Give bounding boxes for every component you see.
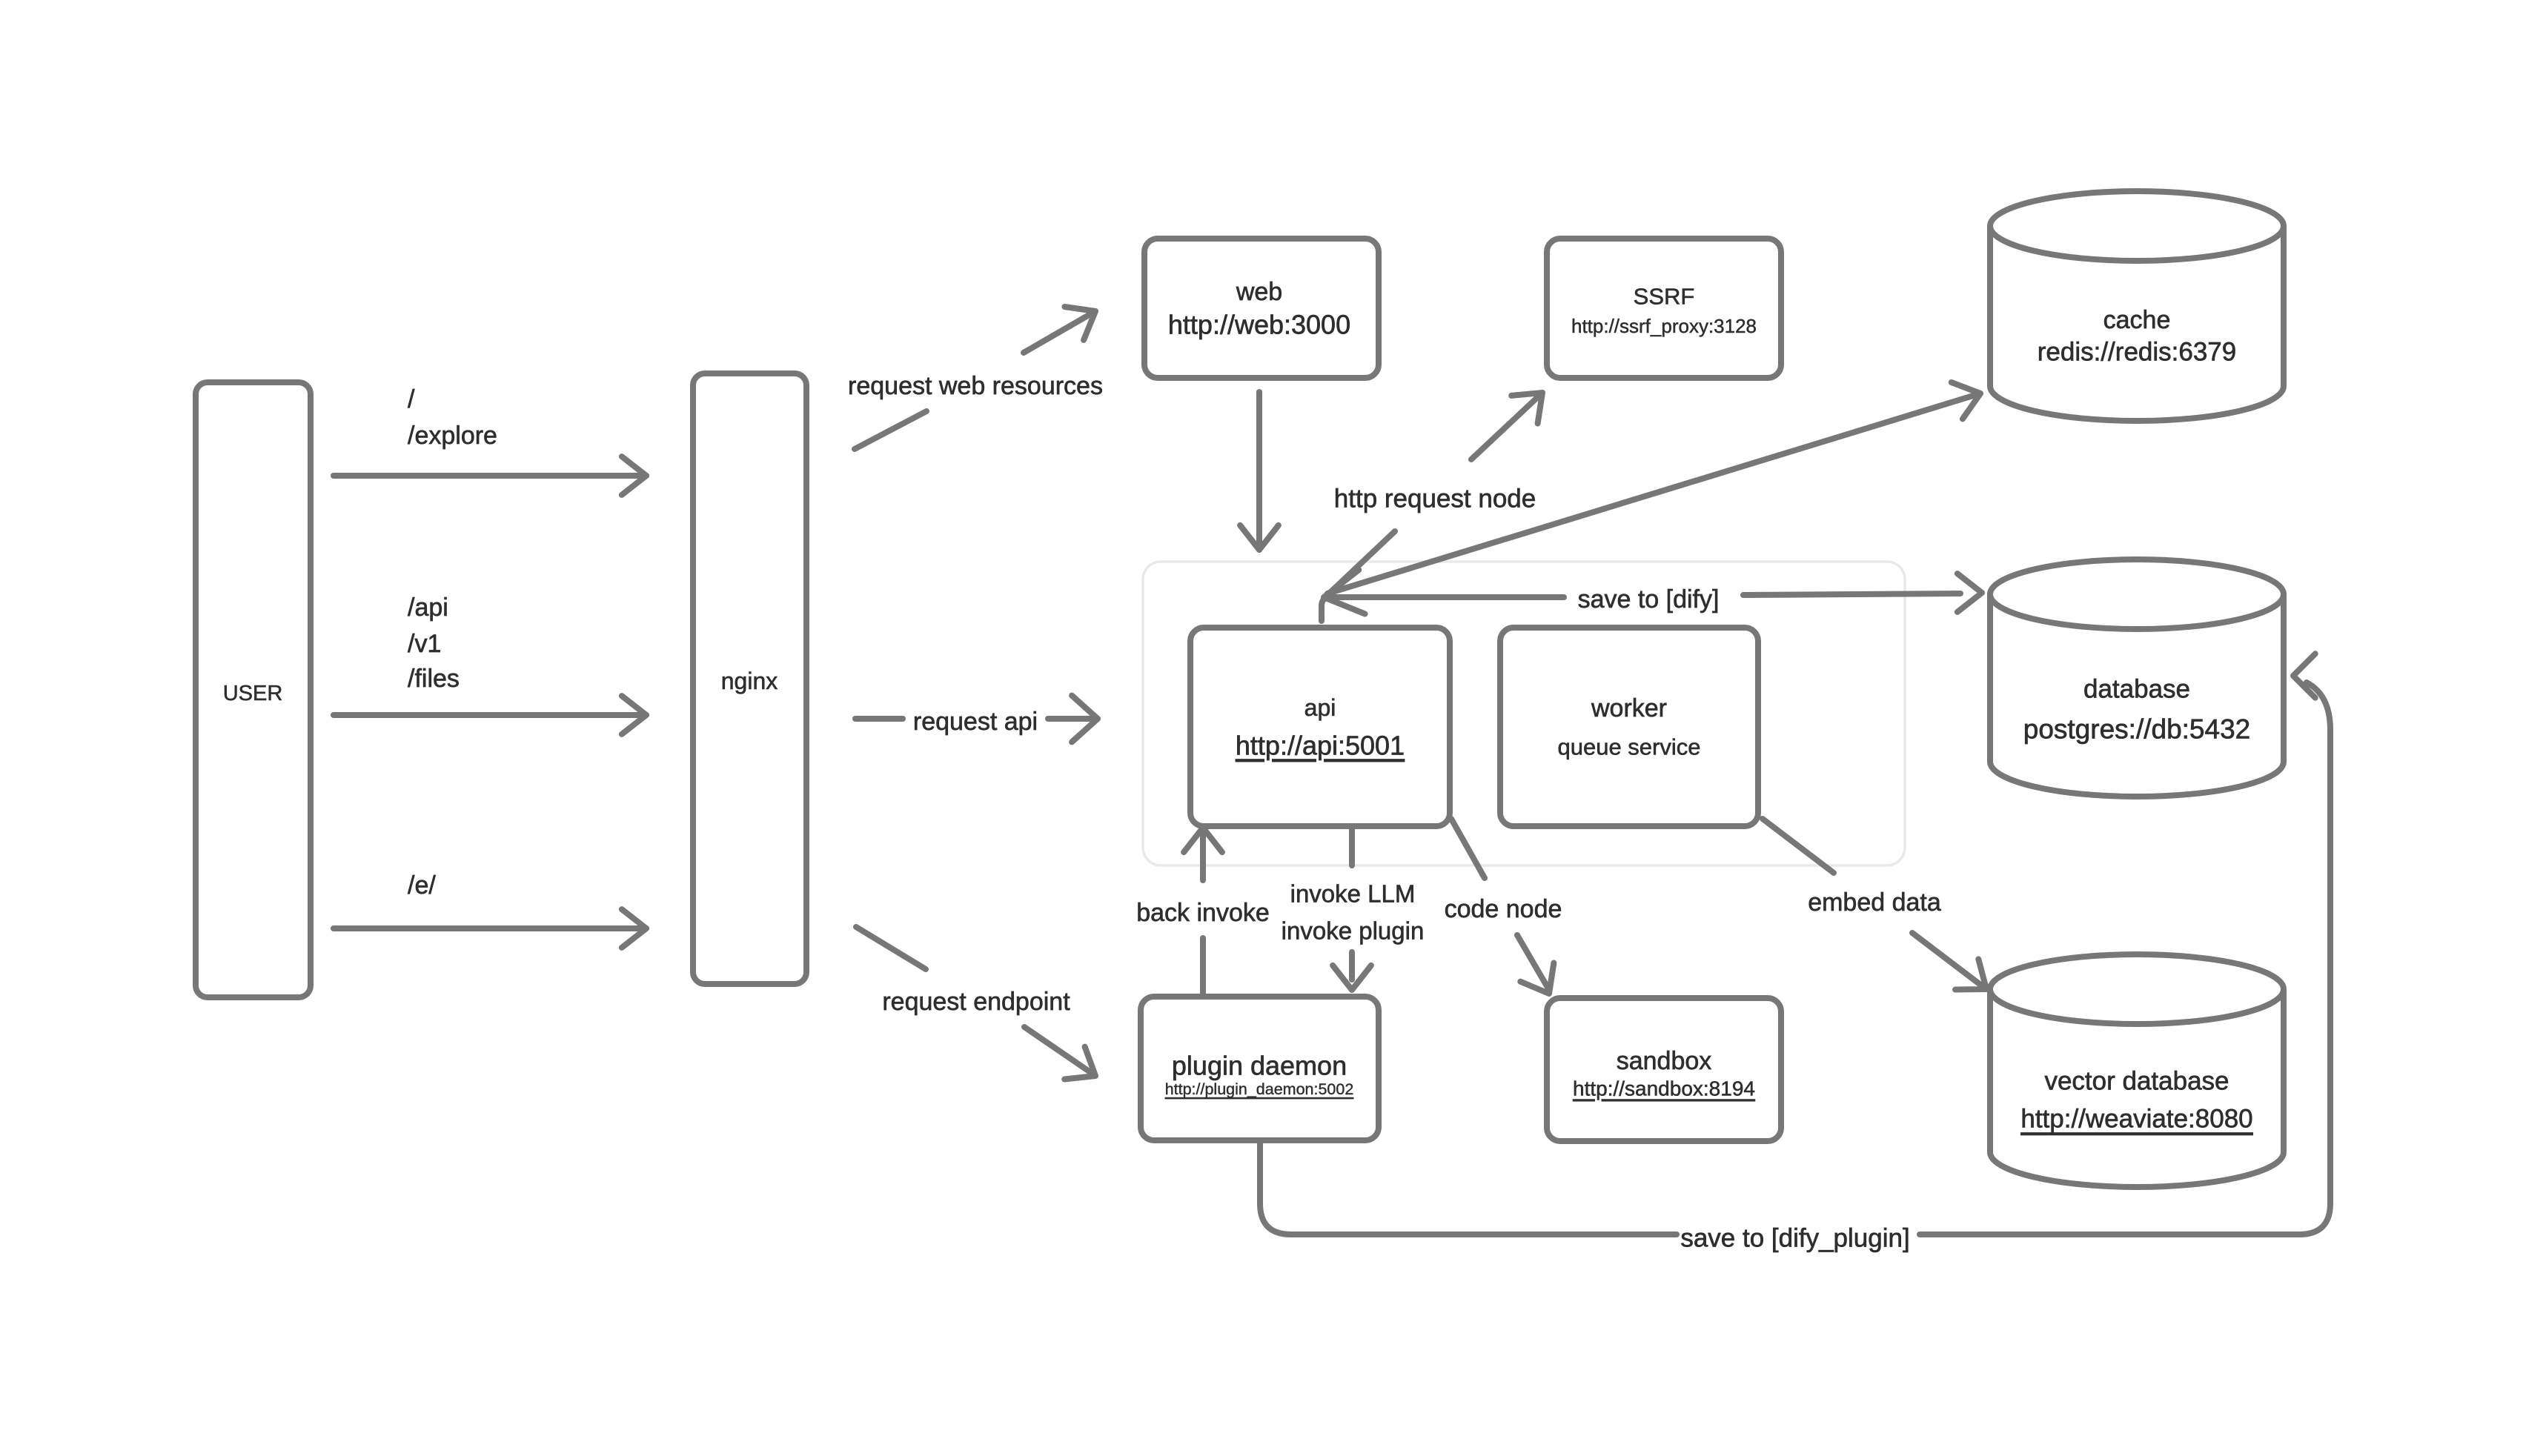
svg-text:invoke LLM: invoke LLM (1290, 880, 1416, 908)
svg-text:request web resources: request web resources (848, 372, 1103, 400)
svg-text:/explore: /explore (408, 422, 497, 450)
svg-text:/e/: /e/ (408, 871, 436, 900)
svg-text:request endpoint: request endpoint (882, 988, 1070, 1016)
svg-text:http://weaviate:8080: http://weaviate:8080 (2020, 1105, 2252, 1134)
svg-text:save to [dify_plugin]: save to [dify_plugin] (1680, 1224, 1909, 1253)
svg-text:/files: /files (408, 665, 460, 693)
svg-text:request api: request api (913, 708, 1038, 736)
svg-text:/api: /api (408, 594, 448, 622)
svg-text:back invoke: back invoke (1136, 899, 1270, 927)
svg-text:embed data: embed data (1808, 888, 1941, 917)
svg-text:worker: worker (1591, 694, 1667, 722)
svg-text:code node: code node (1445, 895, 1562, 923)
svg-text:api: api (1304, 694, 1336, 721)
svg-text:SSRF: SSRF (1634, 284, 1695, 310)
svg-text:invoke plugin: invoke plugin (1282, 917, 1425, 945)
svg-text:sandbox: sandbox (1617, 1047, 1712, 1075)
svg-text:http request node: http request node (1334, 485, 1536, 513)
svg-text:http://api:5001: http://api:5001 (1236, 731, 1405, 761)
svg-text:http://ssrf_proxy:3128: http://ssrf_proxy:3128 (1571, 315, 1757, 337)
svg-text:cache: cache (2103, 306, 2171, 334)
svg-text:redis://redis:6379: redis://redis:6379 (2038, 338, 2236, 367)
svg-text:plugin daemon: plugin daemon (1172, 1051, 1347, 1081)
svg-text:http://plugin_daemon:5002: http://plugin_daemon:5002 (1165, 1080, 1354, 1098)
svg-text:/: / (408, 385, 415, 413)
svg-text:nginx: nginx (721, 668, 778, 694)
svg-text:USER: USER (223, 682, 283, 705)
svg-text:queue service: queue service (1557, 734, 1700, 760)
svg-text:database: database (2083, 675, 2190, 704)
svg-text:http://sandbox:8194: http://sandbox:8194 (1573, 1077, 1755, 1100)
svg-text:web: web (1236, 278, 1282, 306)
svg-text:save to [dify]: save to [dify] (1578, 585, 1720, 614)
svg-text:vector database: vector database (2044, 1067, 2229, 1096)
svg-text:/v1: /v1 (408, 630, 441, 658)
svg-text:postgres://db:5432: postgres://db:5432 (2023, 714, 2251, 745)
svg-text:http://web:3000: http://web:3000 (1168, 310, 1350, 340)
